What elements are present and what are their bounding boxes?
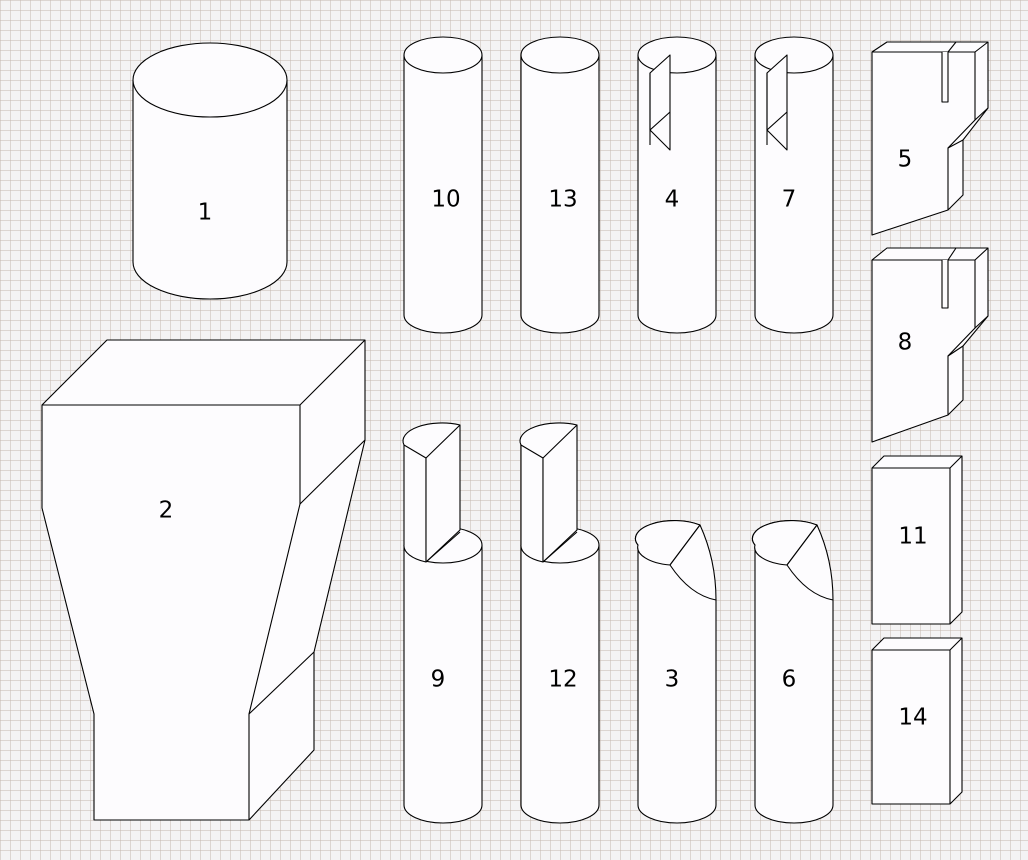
part-7-label: 7 [782, 187, 797, 213]
part-4-slotted-rod: 4 [637, 36, 717, 334]
part-9-label: 9 [431, 667, 446, 693]
part-8-label: 8 [898, 330, 913, 356]
part-1-label: 1 [198, 200, 213, 226]
part-13-label: 13 [548, 187, 577, 213]
part-3-label: 3 [665, 667, 680, 693]
part-6-chamfered-rod: 6 [751, 520, 834, 824]
part-14-label: 14 [898, 705, 927, 731]
part-4-label: 4 [665, 187, 680, 213]
part-11-label: 11 [898, 524, 927, 550]
part-2-block: 2 [41, 339, 366, 821]
part-13-rod: 13 [520, 36, 600, 334]
part-14-block: 14 [871, 637, 963, 805]
part-12-stepped-rod: 12 [519, 422, 600, 824]
part-3-chamfered-rod: 3 [634, 520, 717, 824]
part-1-cylinder: 1 [132, 42, 288, 300]
part-5-label: 5 [898, 147, 913, 173]
part-12-label: 12 [548, 667, 577, 693]
part-7-slotted-rod: 7 [754, 36, 834, 334]
part-8-plate: 8 [871, 247, 989, 443]
part-10-label: 10 [431, 187, 460, 213]
part-11-block: 11 [871, 455, 963, 625]
part-5-plate: 5 [871, 41, 989, 236]
part-9-stepped-rod: 9 [402, 422, 483, 824]
part-10-rod: 10 [403, 36, 483, 334]
part-6-label: 6 [782, 667, 797, 693]
part-2-label: 2 [159, 498, 174, 524]
